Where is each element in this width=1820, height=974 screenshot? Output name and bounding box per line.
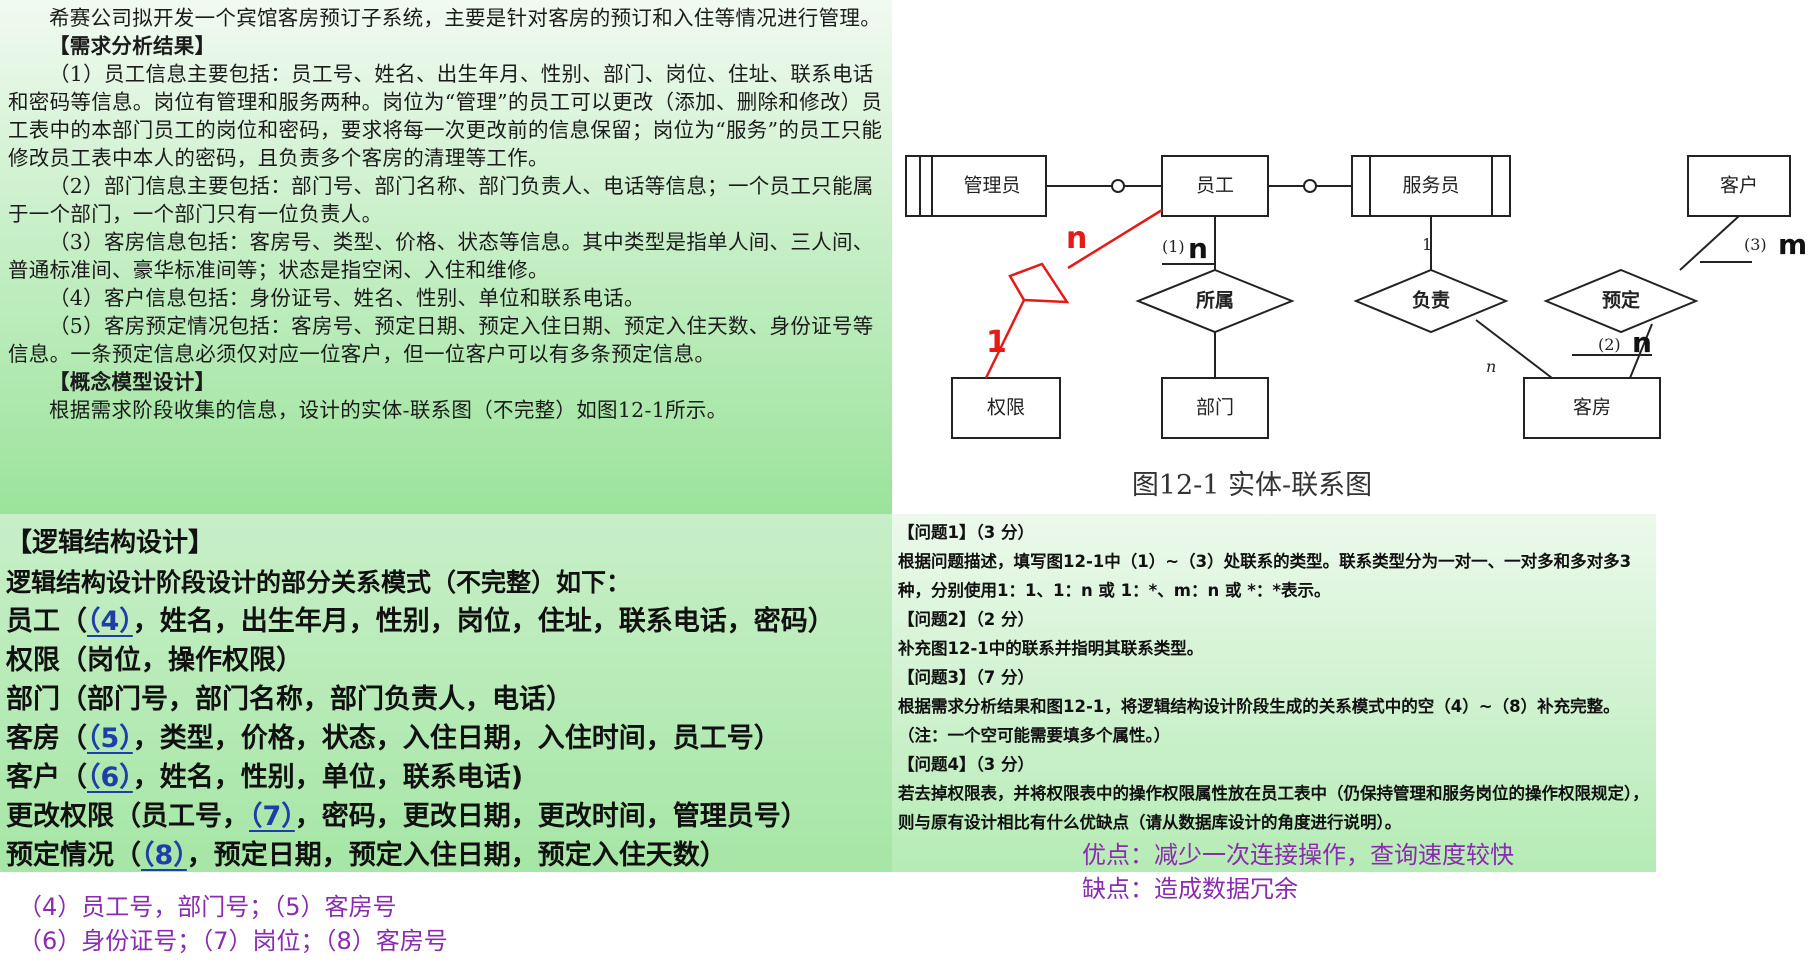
entity-service-label: 服务员 [1402, 175, 1459, 197]
logic-heading: 【逻辑结构设计】 [6, 528, 215, 558]
entity-room-label: 客房 [1573, 397, 1611, 419]
label-3: (3) [1744, 235, 1767, 254]
blank-5: （5） [87, 723, 133, 754]
er-diagram: 管理员 员工 服务员 客户 权限 部门 [905, 155, 1807, 501]
entity-admin: 管理员 [905, 155, 1047, 217]
answer-3-m: m [1778, 228, 1807, 261]
entity-employee: 员工 [1161, 155, 1269, 217]
entity-department: 部门 [1161, 377, 1269, 439]
concept-heading: 【概念模型设计】 [49, 370, 216, 394]
entity-service: 服务员 [1351, 155, 1511, 217]
row-pre: 更改权限（员工号， [6, 801, 249, 832]
logic-panel: 【逻辑结构设计】 逻辑结构设计阶段设计的部分关系模式（不完整）如下： 员工（（4… [0, 514, 892, 872]
added-relation-permission: n 1 [984, 208, 1163, 379]
q2-title: 【问题2】（2 分） [898, 610, 1034, 629]
answer-line-2: （6）身份证号；（7）岗位；（8）客房号 [18, 927, 448, 955]
row-post: ，姓名，出生年月，性别，岗位，住址，联系电话，密码） [132, 606, 835, 637]
entity-employee-label: 员工 [1196, 175, 1234, 197]
q4-text: 若去掉权限表，并将权限表中的操作权限属性放在员工表中（仍保持管理和服务岗位的操作… [898, 784, 1649, 832]
entity-customer-label: 客户 [1720, 175, 1758, 197]
questions-panel: 【问题1】（3 分） 根据问题描述，填写图12-1中（1）~（3）处联系的类型。… [892, 514, 1656, 872]
isa-admin-employee [1046, 179, 1162, 193]
er-diagram-panel: 管理员 员工 服务员 客户 权限 部门 [892, 0, 1820, 514]
answer-line-1: （4）员工号，部门号；（5）客房号 [18, 893, 397, 921]
isa-service-employee [1268, 179, 1352, 193]
relation-reserve: 预定 (3) m (2) n [1543, 215, 1807, 379]
label-one: 1 [1422, 235, 1432, 254]
entity-department-label: 部门 [1196, 397, 1234, 419]
requirement-item-5: （5）客房预定情况包括：客房号、预定日期、预定入住日期、预定入住天数、身份证号等… [8, 314, 874, 366]
blank-7: （7） [249, 801, 295, 832]
q1-text: 根据问题描述，填写图12-1中（1）~（3）处联系的类型。联系类型分为一对一、一… [898, 552, 1632, 600]
row-post: ，预定日期，预定入住日期，预定入住天数） [186, 840, 727, 871]
blank-4: （4） [87, 606, 133, 637]
answer-cons: 缺点：造成数据冗余 [1082, 875, 1298, 903]
added-relation-diamond [1008, 262, 1070, 304]
entity-permission: 权限 [951, 377, 1061, 439]
relation-belongs-label: 所属 [1196, 290, 1234, 312]
q1-title: 【问题1】（3 分） [898, 523, 1034, 542]
relation-room-row: 客房（（5），类型，价格，状态，入住日期，入住时间，员工号） [6, 719, 886, 758]
relation-permission-row: 权限（岗位，操作权限） [6, 641, 886, 680]
entity-permission-label: 权限 [987, 397, 1025, 419]
relation-employee-row: 员工（（4），姓名，出生年月，性别，岗位，住址，联系电话，密码） [6, 602, 886, 641]
answer-2-n: n [1632, 326, 1652, 359]
relation-responsible: 负责 1 n [1353, 216, 1553, 379]
requirements-panel: 希赛公司拟开发一个宾馆客房预订子系统，主要是针对客房的预订和入住等情况进行管理。… [0, 0, 892, 514]
requirement-item-4: （4）客户信息包括：身份证号、姓名、性别、单位和联系电话。 [49, 286, 645, 310]
row-post: ，类型，价格，状态，入住日期，入住时间，员工号） [132, 723, 781, 754]
relation-responsible-label: 负责 [1412, 289, 1450, 312]
row-pre: 部门（部门号，部门名称，部门负责人，电话） [6, 684, 573, 715]
row-pre: 预定情况（ [6, 840, 141, 871]
entity-customer: 客户 [1687, 155, 1791, 217]
row-pre: 员工（ [6, 606, 87, 637]
answer-pros: 优点：减少一次连接操作，查询速度较快 [1082, 841, 1514, 869]
concept-text: 根据需求阶段收集的信息，设计的实体-联系图（不完整）如图12-1所示。 [49, 398, 728, 422]
answer-4-block: 优点：减少一次连接操作，查询速度较快 缺点：造成数据冗余 [1082, 838, 1642, 906]
blank-6: （6） [87, 762, 133, 793]
diagram-caption: 图12-1 实体-联系图 [1132, 470, 1372, 501]
label-2: (2) [1598, 335, 1621, 354]
blank-8: （8） [141, 840, 187, 871]
logic-subheading: 逻辑结构设计阶段设计的部分关系模式（不完整）如下： [6, 568, 632, 597]
requirement-item-1: （1）员工信息主要包括：员工号、姓名、出生年月、性别、部门、岗位、住址、联系电话… [8, 62, 883, 170]
row-post: ，密码，更改日期，更改时间，管理员号） [294, 801, 808, 832]
answer-1-n: n [1188, 232, 1208, 265]
row-pre: 权限（岗位，操作权限） [6, 645, 303, 676]
requirements-heading: 【需求分析结果】 [49, 34, 216, 58]
label-1: (1) [1162, 237, 1185, 256]
row-pre: 客户（ [6, 762, 87, 793]
q2-text: 补充图12-1中的联系并指明其联系类型。 [898, 639, 1204, 658]
relation-reserve-label: 预定 [1602, 289, 1640, 312]
relation-department-row: 部门（部门号，部门名称，部门负责人，电话） [6, 680, 886, 719]
q3-title: 【问题3】（7 分） [898, 668, 1034, 687]
requirement-item-3: （3）客房信息包括：客房号、类型、价格、状态等信息。其中类型是指单人间、三人间、… [8, 230, 874, 282]
row-post: ，姓名，性别，单位，联系电话) [132, 762, 524, 793]
requirement-item-2: （2）部门信息主要包括：部门号、部门名称、部门负责人、电话等信息；一个员工只能属… [8, 174, 874, 226]
entity-room: 客房 [1523, 377, 1661, 439]
relation-change-permission-row: 更改权限（员工号，（7），密码，更改日期，更改时间，管理员号） [6, 797, 886, 836]
entity-admin-label: 管理员 [963, 175, 1020, 197]
label-n-italic: n [1486, 357, 1496, 376]
red-n-label: n [1066, 221, 1087, 256]
relation-customer-row: 客户（（6），姓名，性别，单位，联系电话) [6, 758, 886, 797]
relation-reservation-row: 预定情况（（8），预定日期，预定入住日期，预定入住天数） [6, 836, 886, 875]
intro-text: 希赛公司拟开发一个宾馆客房预订子系统，主要是针对客房的预订和入住等情况进行管理。 [49, 6, 881, 30]
q3-text: 根据需求分析结果和图12-1，将逻辑结构设计阶段生成的关系模式中的空（4）~（8… [898, 697, 1620, 745]
answer-notes: （4）员工号，部门号；（5）客房号 （6）身份证号；（7）岗位；（8）客房号 [18, 890, 718, 958]
row-pre: 客房（ [6, 723, 87, 754]
relation-belongs: 所属 (1) n [1135, 216, 1295, 378]
q4-title: 【问题4】（3 分） [898, 755, 1034, 774]
red-1-label: 1 [986, 325, 1007, 360]
